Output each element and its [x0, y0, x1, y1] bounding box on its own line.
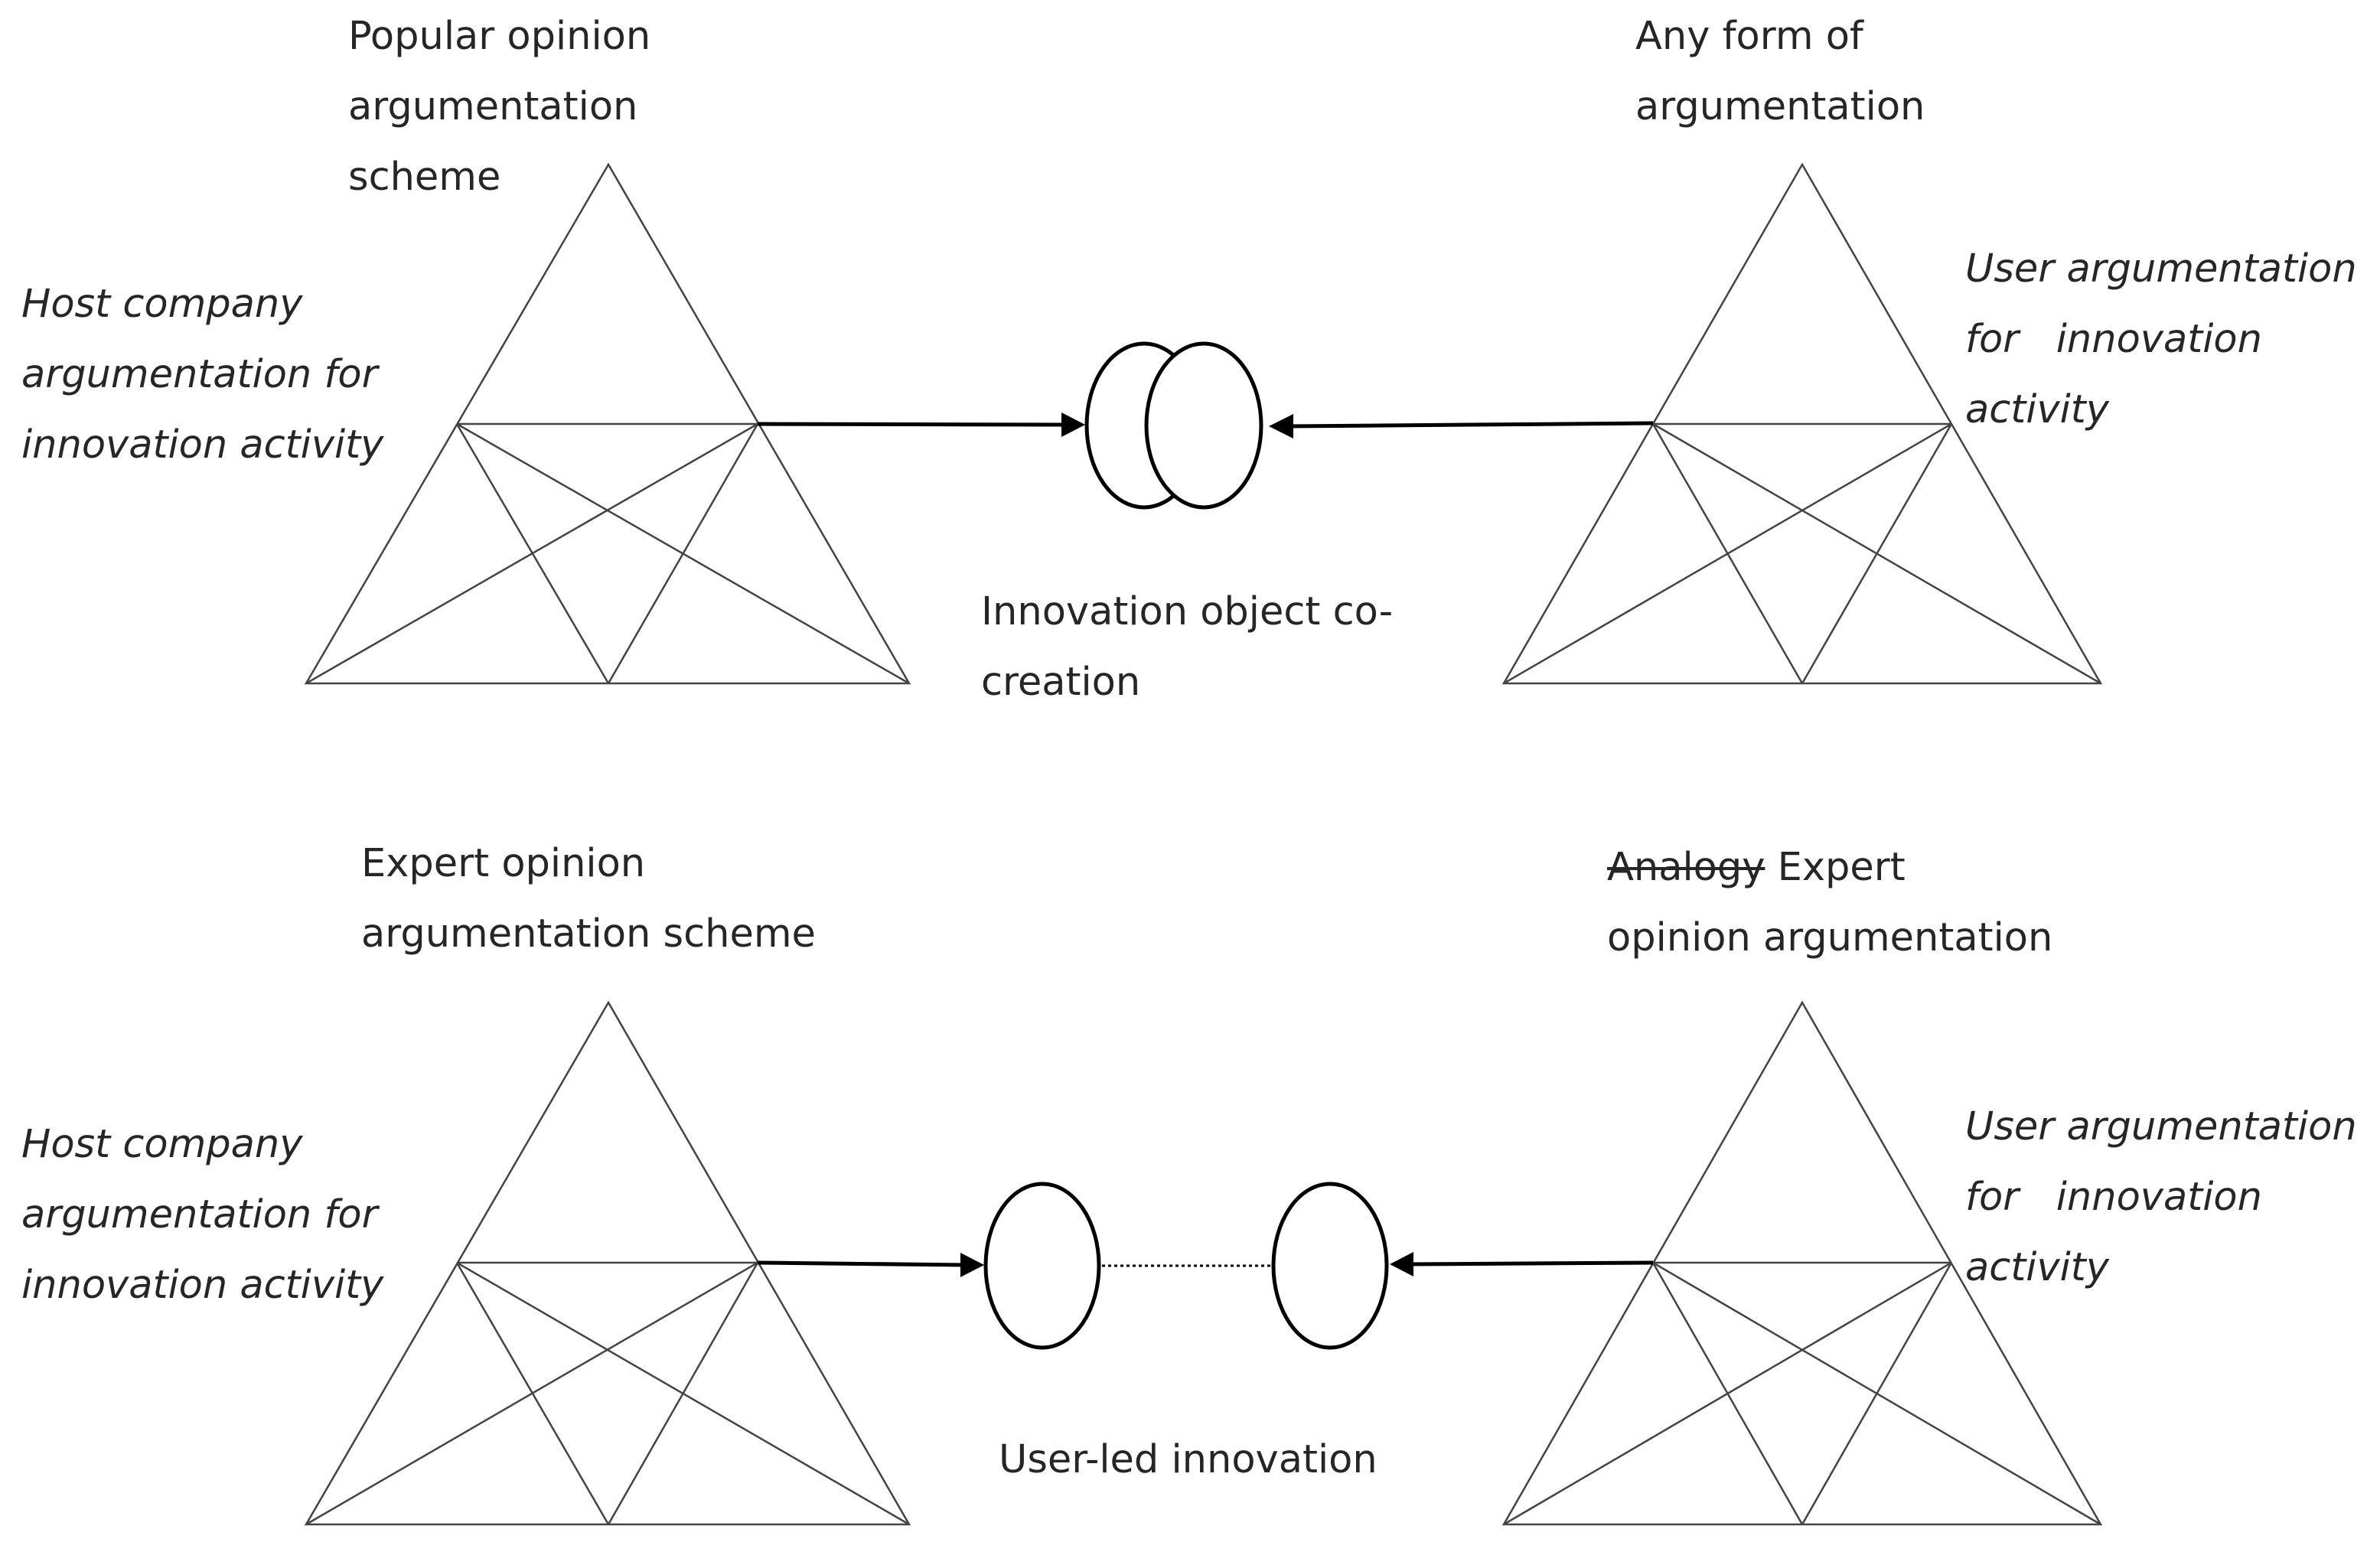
top-left-arrow	[757, 412, 1085, 437]
bottom-left-scheme-label: Expert opinion argumentation scheme	[361, 841, 816, 957]
bottom-right-scheme-label: Analogy Expert opinion argumentation	[1607, 845, 2053, 960]
top-host-company-label: Host company argumentation for innovatio…	[21, 282, 384, 468]
bottom-left-arrow	[757, 1253, 984, 1277]
bottom-user-argumentation-label: User argumentation for innovation activi…	[1965, 1104, 2357, 1290]
user-object-ellipse	[1271, 1182, 1389, 1350]
bottom-innovation-objects	[983, 1182, 1389, 1350]
bottom-center-label: User-led innovation	[999, 1437, 1377, 1482]
struck-word: Analogy	[1607, 845, 1765, 890]
top-right-arrow	[1269, 414, 1654, 438]
host-object-ellipse	[983, 1182, 1101, 1350]
top-center-label: Innovation object co- creation	[981, 589, 1394, 705]
top-user-argumentation-label: User argumentation for innovation activi…	[1965, 246, 2357, 432]
bottom-host-company-label: Host company argumentation for innovatio…	[21, 1122, 384, 1308]
bottom-right-arrow	[1390, 1252, 1654, 1276]
top-right-scheme-label: Any form of argumentation	[1635, 14, 1925, 129]
top-innovation-object	[1084, 341, 1263, 510]
top-left-scheme-label: Popular opinion argumentation scheme	[348, 14, 651, 200]
